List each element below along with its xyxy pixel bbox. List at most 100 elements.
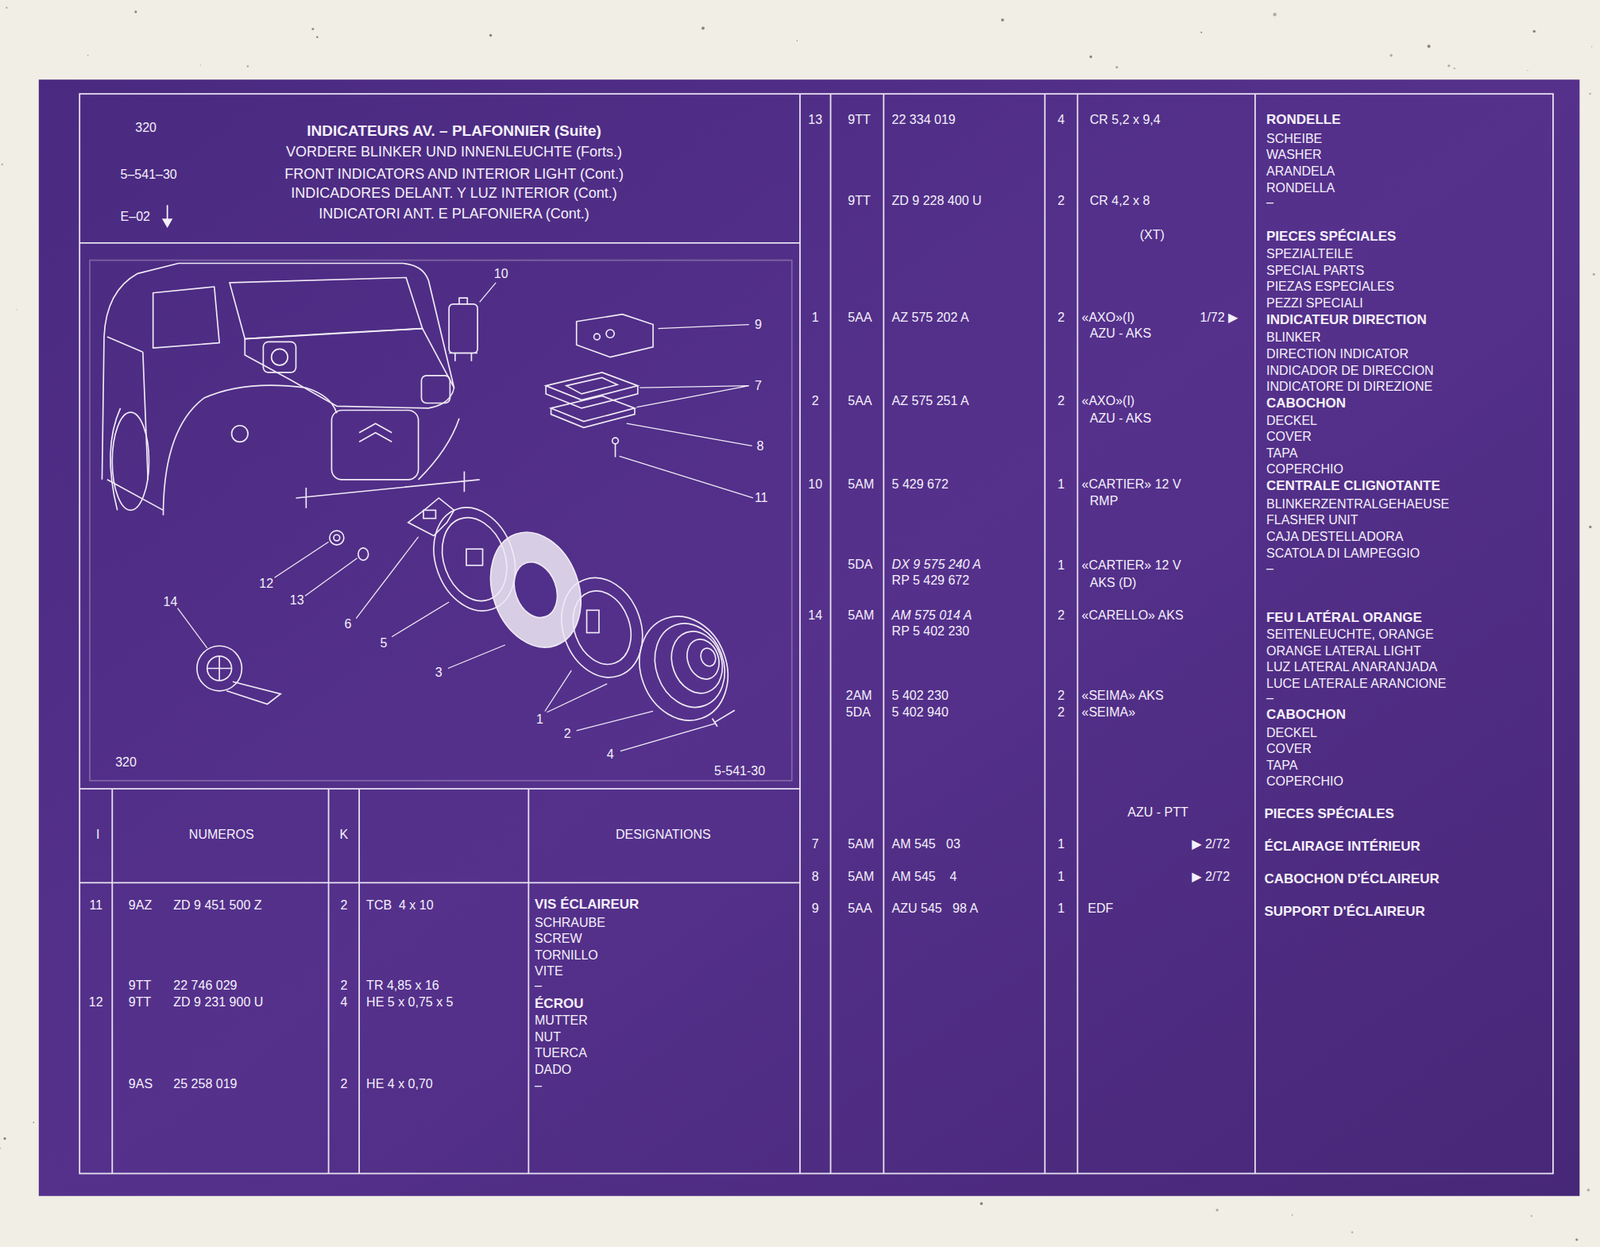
table-cell: DIRECTION INDICATOR (1266, 347, 1409, 362)
table-cell: «CARTIER» 12 V (1082, 477, 1182, 492)
dust-speck (1291, 1214, 1294, 1217)
dust-speck (1447, 64, 1450, 67)
table-cell: 25 258 019 (173, 1077, 237, 1092)
table-cell: LUCE LATERALE ARANCIONE (1266, 676, 1446, 692)
exploded-parts (712, 710, 735, 727)
table-frame (830, 93, 832, 1174)
table-cell: «SEIMA» (1082, 705, 1137, 720)
table-cell: 1 (1057, 869, 1065, 885)
callout-number: 12 (258, 576, 274, 592)
table-cell: AZ 575 202 A (892, 310, 970, 325)
table-cell: 2 (1057, 688, 1065, 704)
table-cell: 2 (340, 1077, 348, 1092)
table-frame (358, 788, 360, 1174)
table-cell: BLINKERZENTRALGEHAEUSE (1266, 497, 1450, 512)
table-cell: 2 (340, 898, 348, 913)
dust-specks (0, 6, 1596, 1241)
table-cell: AZU - AKS (1089, 326, 1152, 341)
exploded-parts (333, 534, 341, 542)
table-cell: INDICATORE DI DIREZIONE (1266, 379, 1433, 395)
table-cell: RMP (1089, 494, 1119, 509)
exploded-parts (197, 297, 743, 734)
table-cell: 22 746 029 (173, 978, 237, 994)
table-cell: EDF (1087, 901, 1114, 916)
table-cell: 9 (811, 901, 820, 916)
table-frame (527, 788, 530, 1174)
table-cell: AZU 545 98 A (892, 901, 979, 916)
exploded-parts (423, 510, 436, 518)
dust-speck (489, 34, 492, 37)
table-cell: 2 (811, 394, 820, 409)
table-frame (79, 788, 800, 790)
table-cell: TORNILLO (534, 948, 599, 963)
table-cell: SCHEIBE (1266, 131, 1322, 147)
table-cell: CAJA DESTELLADORA (1266, 529, 1404, 545)
van-drawing (101, 262, 454, 480)
part-designation: ÉCLAIRAGE INTÉRIEUR (1263, 839, 1420, 855)
van-drawing (163, 385, 337, 516)
exploded-parts (594, 333, 601, 341)
table-cell: PEZZI SPECIALI (1266, 296, 1364, 311)
table-cell: 2 (340, 978, 348, 994)
exploded-parts (207, 656, 232, 681)
table-cell: ZD 9 451 500 Z (173, 898, 262, 913)
dust-speck (0, 1147, 1, 1150)
table-cell: AZ 575 251 A (892, 394, 970, 409)
part-designation: SUPPORT D'ÉCLAIREUR (1263, 904, 1425, 920)
table-cell: AM 575 014 A (892, 608, 973, 623)
table-cell: SCHRAUBE (534, 915, 606, 931)
part-designation: ÉCROU (534, 997, 584, 1013)
dust-speck (1588, 92, 1591, 95)
table-cell: SPECIAL PARTS (1266, 263, 1365, 279)
table-cell: 5AM (847, 837, 874, 852)
van-drawing (359, 423, 392, 442)
table-cell: ▶ 2/72 (1191, 837, 1230, 852)
table-cell: 5AA (847, 310, 872, 325)
exploded-parts (226, 681, 281, 704)
leader-lines (305, 558, 358, 597)
exploded-parts (612, 437, 619, 445)
leader-lines (448, 645, 506, 669)
table-cell: 320 (135, 120, 157, 136)
dust-speck (1532, 30, 1536, 34)
van-drawing (262, 341, 296, 373)
dust-speck (3, 1137, 6, 1141)
table-cell: AM 545 4 (892, 869, 958, 885)
table-cell: – (534, 1078, 542, 1094)
dust-speck (200, 64, 201, 66)
dust-speck (1089, 55, 1092, 58)
table-cell: 9AS (128, 1077, 153, 1092)
table-cell: SCATOLA DI LAMPEGGIO (1266, 546, 1420, 561)
table-cell: HE 4 x 0,70 (366, 1077, 433, 1092)
table-cell: INDICADORES DELANT. Y LUZ INTERIOR (Cont… (290, 185, 617, 202)
callout-number: 13 (289, 593, 305, 608)
table-cell: COPERCHIO (1266, 774, 1344, 789)
van-drawing (421, 375, 450, 404)
table-cell: 7 (811, 837, 820, 852)
table-cell: TAPA (1266, 446, 1298, 461)
table-cell: RP 5 402 230 (892, 624, 971, 639)
van-drawing (271, 348, 289, 366)
leader-lines (620, 723, 715, 752)
table-cell: 5 429 672 (892, 477, 949, 492)
table-cell: TUERCA (534, 1046, 588, 1061)
table-cell: TCB 4 x 10 (366, 898, 433, 913)
table-cell: ▶ 2/72 (1191, 869, 1230, 885)
exploded-parts (506, 556, 565, 624)
table-cell: «CARTIER» 12 V (1082, 558, 1182, 573)
exploded-parts (448, 297, 478, 362)
table-cell: SEITENLEUCHTE, ORANGE (1266, 627, 1434, 642)
table-cell: CR 5,2 x 9,4 (1089, 112, 1161, 128)
table-cell: 4 (1057, 112, 1065, 128)
table-frame (79, 93, 1554, 1174)
table-cell: 1 (1057, 558, 1065, 573)
part-designation: FEU LATÉRAL ORANGE (1266, 610, 1423, 627)
table-cell: PIEZAS ESPECIALES (1266, 279, 1395, 294)
catalog-title: INDICATEURS AV. – PLAFONNIER (Suite) (306, 123, 602, 140)
van-drawing (244, 328, 454, 409)
part-designation: CABOCHON (1266, 396, 1346, 412)
table-cell: 5 402 230 (892, 688, 949, 704)
table-cell: INDICADOR DE DIRECCION (1266, 363, 1434, 379)
callout-number: 7 (754, 378, 762, 394)
